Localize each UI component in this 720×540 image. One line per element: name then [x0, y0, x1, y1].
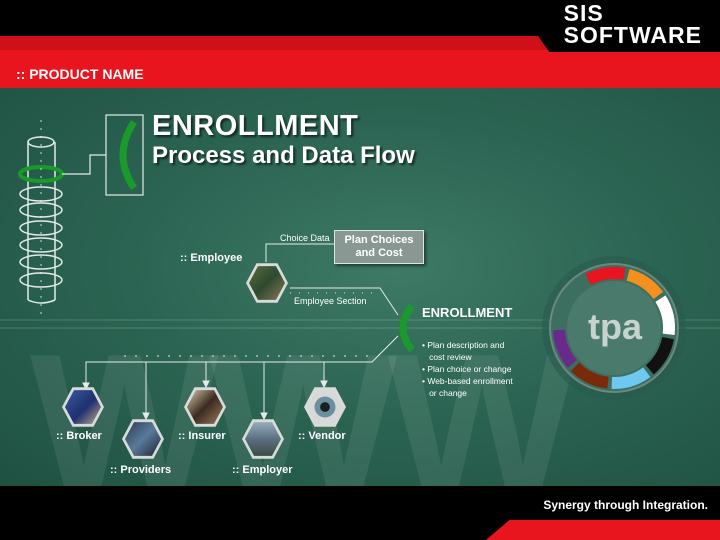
- employee-section-label: Employee Section: [294, 296, 367, 306]
- tpa-ring: [542, 256, 686, 400]
- enrollment-bullet: • Plan choice or change: [422, 364, 512, 374]
- tagline: Synergy through Integration.: [543, 498, 708, 512]
- footer-red-accent: [486, 520, 720, 540]
- choice-data-label: Choice Data: [280, 233, 330, 243]
- tpa-label: tpa: [588, 306, 642, 347]
- tpa-ring-segment: [655, 295, 675, 335]
- title-bracket: [62, 114, 144, 196]
- page-title: ENROLLMENT: [152, 110, 359, 142]
- header-stripe: [0, 36, 720, 50]
- enrollment-bullet: • Web-based enrollment: [422, 376, 513, 386]
- insurer-label: :: Insurer: [178, 430, 226, 442]
- vendor-label: :: Vendor: [298, 430, 346, 442]
- background-w-watermark: WWW: [30, 313, 576, 486]
- tpa-ring-segment: [626, 269, 664, 300]
- employer-label: :: Employer: [232, 464, 293, 476]
- providers-label: :: Providers: [110, 464, 172, 476]
- tpa-ring-segment: [570, 362, 609, 389]
- broker-label: :: Broker: [56, 430, 102, 442]
- plan-choices-callout: Plan Choices and Cost: [334, 230, 424, 264]
- enrollment-bullet: cost review: [422, 352, 472, 362]
- product-name: :: PRODUCT NAME: [16, 66, 144, 82]
- database-stack-icon: [18, 120, 64, 320]
- brand-notch: [512, 0, 720, 52]
- enrollment-bullet: or change: [422, 388, 467, 398]
- tpa-ring-segment: [645, 336, 674, 375]
- enrollment-bullet: • Plan description and: [422, 340, 505, 350]
- footer-bar: Synergy through Integration.: [0, 486, 720, 540]
- tpa-ring-segment: [585, 267, 626, 285]
- choice-data-connector: [265, 243, 334, 262]
- distribution-connector: [82, 335, 399, 421]
- enrollment-bracket: [399, 303, 415, 353]
- enrollment-heading: ENROLLMENT: [422, 305, 513, 320]
- employee-section-connector: [290, 287, 399, 316]
- brand-line1: SIS: [563, 0, 604, 26]
- enrollment-bullets: • Plan description and cost review • Pla…: [422, 339, 513, 399]
- page-subtitle: Process and Data Flow: [152, 142, 415, 169]
- tpa-ring-segment: [611, 367, 651, 389]
- brand-logo: SIS SOFTWARE: [563, 0, 702, 48]
- brand-line2: SOFTWARE: [563, 22, 702, 48]
- employee-label: :: Employee: [180, 252, 243, 264]
- tpa-ring-segment: [553, 329, 578, 368]
